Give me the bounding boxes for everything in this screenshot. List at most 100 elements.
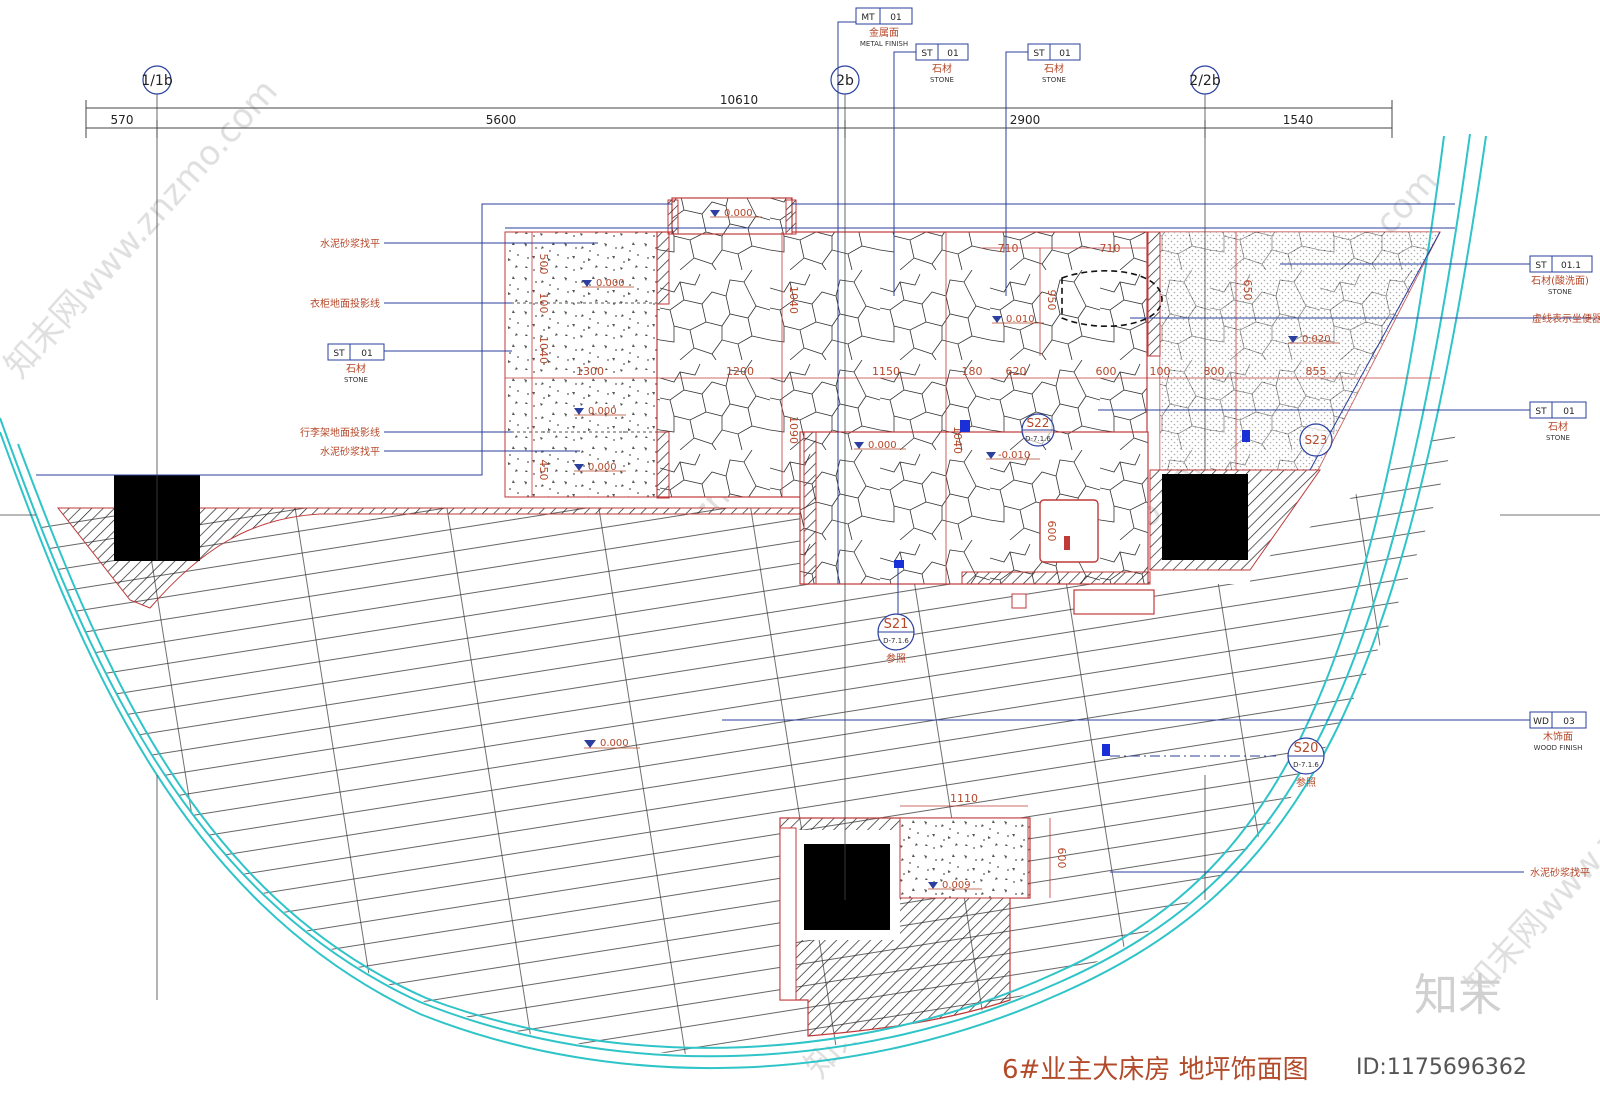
dim-inner: 710	[1100, 242, 1121, 255]
level-marker: 0.000	[574, 462, 626, 473]
toilet-outline	[1061, 270, 1163, 328]
dim-inner: 450	[537, 460, 550, 481]
bottom-terrazzo	[899, 817, 1029, 899]
tag-st011: ST 01.1 石材(酸洗面) STONE	[1529, 255, 1593, 296]
tag-cn: 石材	[1044, 62, 1064, 75]
tag-code: ST	[921, 49, 933, 59]
tag-code: ST	[1535, 407, 1547, 417]
leader-lines	[384, 21, 1600, 873]
column-bottom-fill	[804, 844, 890, 930]
dim-inner: 710	[998, 242, 1019, 255]
section-ref: D-7.1.6	[1025, 435, 1051, 443]
tag-cn: 石材	[1548, 420, 1568, 433]
bottom-wall-strip	[779, 827, 797, 1001]
wall-niche	[667, 199, 679, 235]
level-marker: 0.000	[574, 406, 626, 417]
sink-cabinet	[1039, 499, 1099, 563]
tag-st01-right: ST 01 石材 STONE	[1529, 401, 1587, 442]
shower-stone-overlay	[1160, 232, 1440, 470]
dim-inner: 1040	[537, 336, 550, 364]
tag-code: MT	[861, 13, 875, 23]
section-marker-s23: S23	[1242, 423, 1333, 457]
axis-bubble-2-2b: 2/2b	[1189, 65, 1221, 95]
dim-total: 10610	[720, 93, 758, 107]
axis-label: 1/1b	[141, 73, 173, 89]
tag-code: WD	[1533, 717, 1549, 727]
tag-en: WOOD FINISH	[1534, 744, 1583, 752]
dim-inner: 500	[537, 254, 550, 275]
dim-inner: 100	[537, 293, 550, 314]
bath-vanity	[1073, 589, 1155, 615]
dim-inner: 1300	[576, 365, 604, 378]
level-marker: 0.009	[928, 880, 982, 891]
level-value: 0.000	[596, 278, 625, 289]
tag-cn: 石材	[932, 62, 952, 75]
section-number: S21	[884, 617, 909, 632]
column-right	[1162, 474, 1248, 560]
tag-en: STONE	[1546, 434, 1570, 442]
tag-cn: 石材	[346, 362, 366, 375]
tag-cn: 木饰面	[1543, 730, 1573, 743]
tag-en: STONE	[1548, 288, 1572, 296]
note-wardrobe-projection: 衣柜地面投影线	[310, 297, 380, 310]
bath-drain	[1011, 593, 1027, 609]
level-marker: 0.000	[710, 208, 762, 219]
wall-bath-divider	[1147, 231, 1161, 357]
level-value: 0.020	[1302, 334, 1331, 345]
drawing-id: ID:1175696362	[1356, 1055, 1527, 1080]
tag-cn: 石材(酸洗面)	[1531, 274, 1589, 287]
section-marker-s21: S21 D-7.1.6 参照	[877, 560, 915, 665]
wall-partition-a	[656, 231, 670, 305]
dim-inner: 100	[1150, 365, 1171, 378]
level-value: 0.009	[942, 880, 971, 891]
dim-inner: 1090	[787, 416, 800, 444]
section-note: 参照	[886, 652, 906, 665]
level-value: 0.000	[868, 440, 897, 451]
section-number: S20	[1294, 741, 1319, 756]
note-mortar-right: 水泥砂浆找平	[1530, 866, 1590, 879]
section-marker-s22: S22 D-7.1.6	[960, 413, 1055, 447]
section-number: S23	[1305, 433, 1328, 447]
level-value: 0.000	[588, 462, 617, 473]
dimension-chain-top	[85, 100, 1393, 138]
tag-code: ST	[333, 349, 345, 359]
section-marker-s20: S20 D-7.1.6 参照	[1102, 737, 1325, 789]
dim-inner: 650	[1241, 280, 1254, 301]
dim-inner: 1040	[951, 426, 964, 454]
level-value: 0.000	[588, 406, 617, 417]
tag-st01-left: ST 01 石材 STONE	[327, 343, 385, 384]
wall-bath-left	[803, 431, 817, 585]
level-marker: 0.000	[584, 738, 640, 749]
axis-lines	[0, 92, 1600, 1000]
watermark-text: 知末网www.znzmo.com	[1457, 692, 1600, 1006]
section-note: 参照	[1296, 776, 1316, 789]
watermark-text: 知末网www.znzmo.com	[0, 72, 286, 386]
tag-code: ST	[1033, 49, 1045, 59]
tag-mt01: MT 01 金属面 METAL FINISH	[855, 7, 913, 48]
tag-st01-a: ST 01 石材 STONE	[915, 43, 969, 84]
level-value: -0.010	[998, 450, 1030, 461]
note-toilet-dashed: 虚线表示坐便器	[1532, 312, 1600, 325]
dim-inner: 1150	[872, 365, 900, 378]
sink-tap	[1064, 536, 1070, 550]
dim-inner: 620	[1006, 365, 1027, 378]
dim-inner: 800	[1204, 365, 1225, 378]
tag-num: 01	[947, 49, 958, 59]
watermark-logo: 知末	[1414, 970, 1502, 1021]
axis-bubble-1-1b: 1/1b	[141, 65, 173, 95]
wall-partition-b	[656, 431, 670, 499]
level-marker: 0.010	[992, 314, 1044, 325]
dim-inner: 950	[1045, 290, 1058, 311]
tag-en: STONE	[344, 376, 368, 384]
dim-inner: 855	[1306, 365, 1327, 378]
tag-st01-b: ST 01 石材 STONE	[1027, 43, 1081, 84]
dim-seg: 2900	[1010, 113, 1041, 127]
tag-num: 01	[1059, 49, 1070, 59]
tag-en: STONE	[1042, 76, 1066, 84]
terrazzo-zone-left	[504, 231, 658, 498]
inner-dimension-lines	[505, 232, 1440, 898]
tag-en: STONE	[930, 76, 954, 84]
wall-bath-bottom	[961, 571, 1151, 585]
dim-inner: 1040	[787, 286, 800, 314]
